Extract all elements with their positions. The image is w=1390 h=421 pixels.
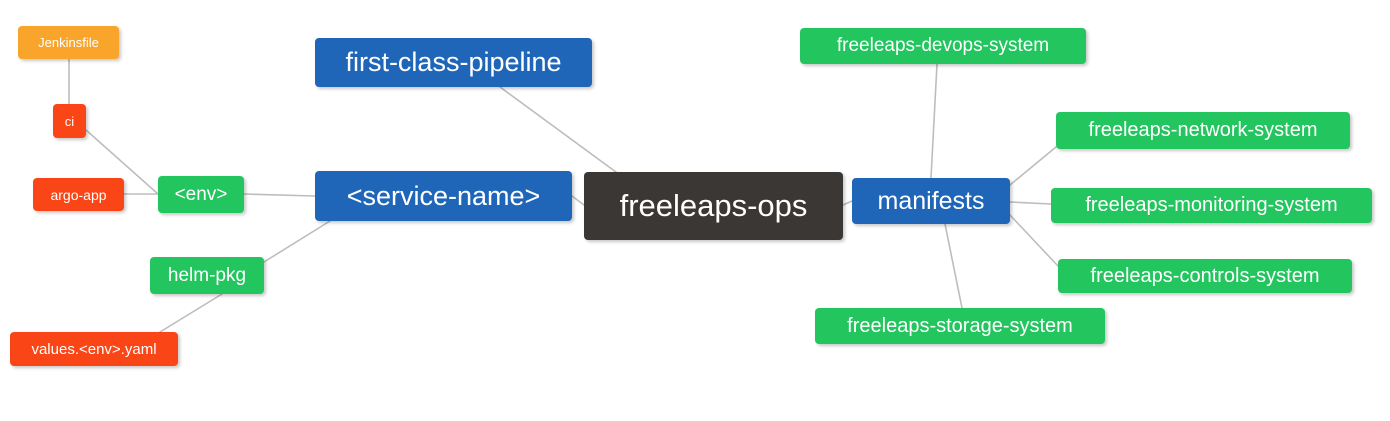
edge-env-to-service-name (243, 193, 316, 197)
mindmap-node-env[interactable]: <env> (158, 176, 244, 213)
mindmap-node-service-name[interactable]: <service-name> (315, 171, 572, 221)
edge-values-env-yaml-to-helm-pkg (159, 293, 223, 333)
mindmap-node-ci[interactable]: ci (53, 104, 86, 138)
edge-manifests-to-network-system (1009, 146, 1057, 186)
edge-helm-pkg-to-service-name (263, 220, 331, 263)
mindmap-node-controls-system[interactable]: freeleaps-controls-system (1058, 259, 1352, 293)
mindmap-node-monitoring-system[interactable]: freeleaps-monitoring-system (1051, 188, 1372, 223)
mindmap-node-manifests[interactable]: manifests (852, 178, 1010, 224)
edge-first-class-pipeline-to-freeleaps-ops (499, 86, 621, 176)
mindmap-node-devops-system[interactable]: freeleaps-devops-system (800, 28, 1086, 64)
mindmap-node-jenkinsfile[interactable]: Jenkinsfile (18, 26, 119, 59)
mindmap-node-helm-pkg[interactable]: helm-pkg (150, 257, 264, 294)
mindmap-node-argo-app[interactable]: argo-app (33, 178, 124, 211)
edge-manifests-to-controls-system (1009, 214, 1059, 267)
mindmap-node-storage-system[interactable]: freeleaps-storage-system (815, 308, 1105, 344)
edge-manifests-to-storage-system (944, 223, 963, 309)
edge-freeleaps-ops-to-manifests (842, 200, 853, 206)
mindmap-node-network-system[interactable]: freeleaps-network-system (1056, 112, 1350, 149)
edge-manifests-to-monitoring-system (1009, 201, 1052, 205)
edge-ci-to-env (85, 129, 159, 195)
edge-manifests-to-devops-system (930, 63, 938, 179)
edge-service-name-to-freeleaps-ops (571, 195, 585, 206)
mindmap-node-freeleaps-ops[interactable]: freeleaps-ops (584, 172, 843, 240)
mindmap-node-values-env-yaml[interactable]: values.<env>.yaml (10, 332, 178, 366)
mindmap-node-first-class-pipeline[interactable]: first-class-pipeline (315, 38, 592, 87)
